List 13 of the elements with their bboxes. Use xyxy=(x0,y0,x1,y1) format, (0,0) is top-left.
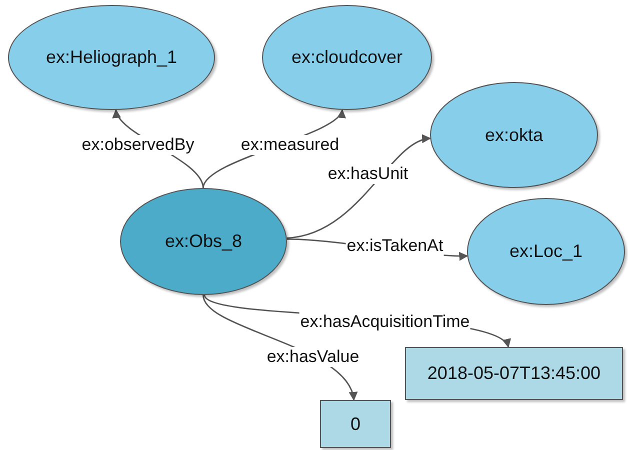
edge-label: ex:isTakenAt xyxy=(346,236,444,256)
edge-label: ex:hasUnit xyxy=(326,164,410,184)
resource-ellipse: ex:okta xyxy=(430,82,598,188)
resource-ellipse: ex:cloudcover xyxy=(262,5,432,110)
resource-ellipse: ex:Obs_8 xyxy=(120,188,287,295)
edge-label: ex:observedBy xyxy=(80,135,196,155)
literal-box: 2018-05-07T13:45:00 xyxy=(405,347,623,400)
edge-label: ex:hasValue xyxy=(266,347,360,367)
resource-ellipse: ex:Heliograph_1 xyxy=(8,5,215,110)
edge-label: ex:hasAcquisitionTime xyxy=(299,312,471,332)
literal-box: 0 xyxy=(320,400,391,448)
edge-label: ex:measured xyxy=(240,135,340,155)
resource-ellipse: ex:Loc_1 xyxy=(467,198,625,305)
